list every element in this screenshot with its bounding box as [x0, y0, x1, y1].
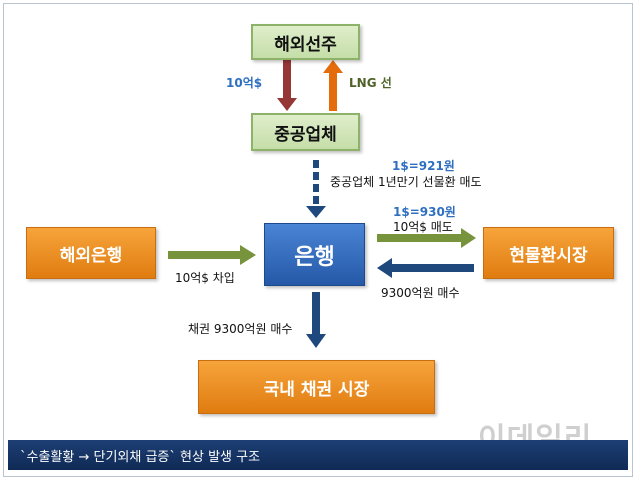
spot-rate-label: 1$=930원: [393, 205, 456, 219]
krw-purchase-label: 9300억원 매수: [381, 286, 460, 300]
bond-purchase-arrow: [306, 292, 326, 348]
borrowing-label: 10억$ 차입: [175, 271, 235, 285]
caption-bar: `수출활황 → 단기외채 급증` 현상 발생 구조: [8, 440, 628, 470]
payment-arrow: [277, 60, 297, 111]
bond-purchase-label: 채권 9300억원 매수: [188, 322, 293, 336]
forward-sale-dotted-arrow: [306, 160, 326, 218]
forward-rate-label: 1$=921원: [392, 159, 455, 173]
lng-ship-label: LNG 선: [349, 76, 392, 90]
bank-node: 은행: [264, 223, 365, 286]
spot-fx-market-node: 현물환시장: [483, 227, 614, 279]
borrowing-arrow: [168, 245, 256, 265]
overseas-shipowner-node: 해외선주: [251, 24, 360, 60]
lng-ship-arrow: [323, 60, 343, 111]
krw-purchase-arrow: [377, 258, 474, 278]
shipbuilder-node: 중공업체: [251, 113, 360, 151]
overseas-bank-node: 해외은행: [26, 227, 156, 279]
domestic-bond-market-node: 국내 채권 시장: [198, 360, 435, 414]
forward-sale-label: 중공업체 1년만기 선물환 매도: [330, 175, 482, 189]
spot-sale-arrow: [377, 228, 476, 248]
payment-label: 10억$: [226, 76, 263, 90]
spot-sale-label: 10억$ 매도: [393, 220, 453, 234]
caption-text: `수출활황 → 단기외채 급증` 현상 발생 구조: [20, 449, 261, 465]
